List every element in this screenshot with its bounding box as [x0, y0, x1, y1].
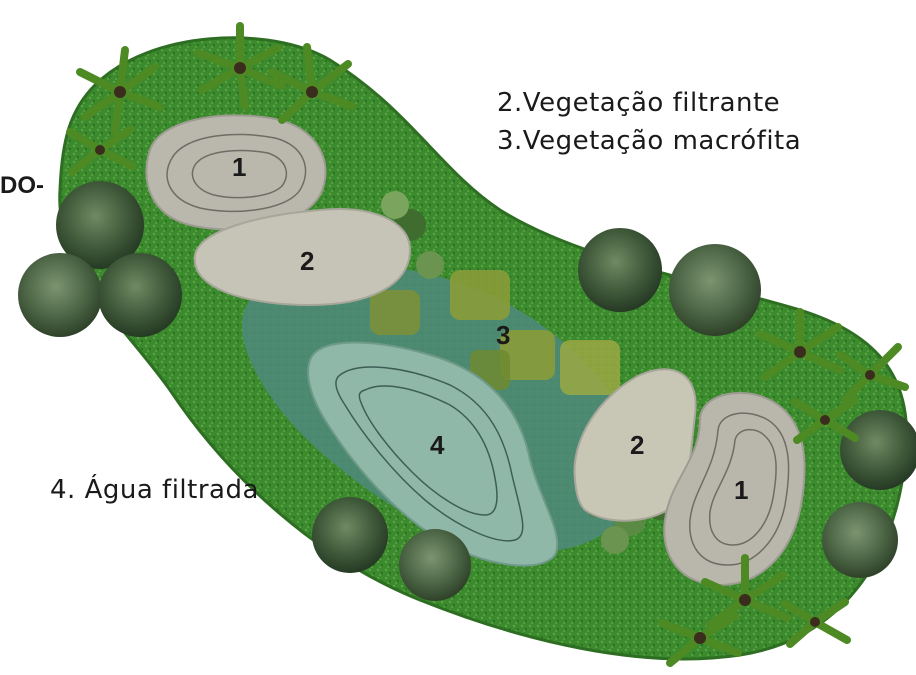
zone-label-4: 4 — [430, 430, 444, 461]
zone-label-2-bottom: 2 — [630, 430, 644, 461]
zone-label-1-top: 1 — [232, 152, 246, 183]
cut-off-text: DO- — [0, 172, 44, 200]
zone-label-3: 3 — [496, 320, 510, 351]
legend-item-2: 2.Vegetação filtrante — [497, 88, 780, 118]
zone-label-2-top: 2 — [300, 246, 314, 277]
zone-label-1-bottom: 1 — [734, 475, 748, 506]
legend-item-3: 3.Vegetação macrófita — [497, 126, 801, 156]
legend-item-4: 4. Água filtrada — [50, 475, 259, 505]
